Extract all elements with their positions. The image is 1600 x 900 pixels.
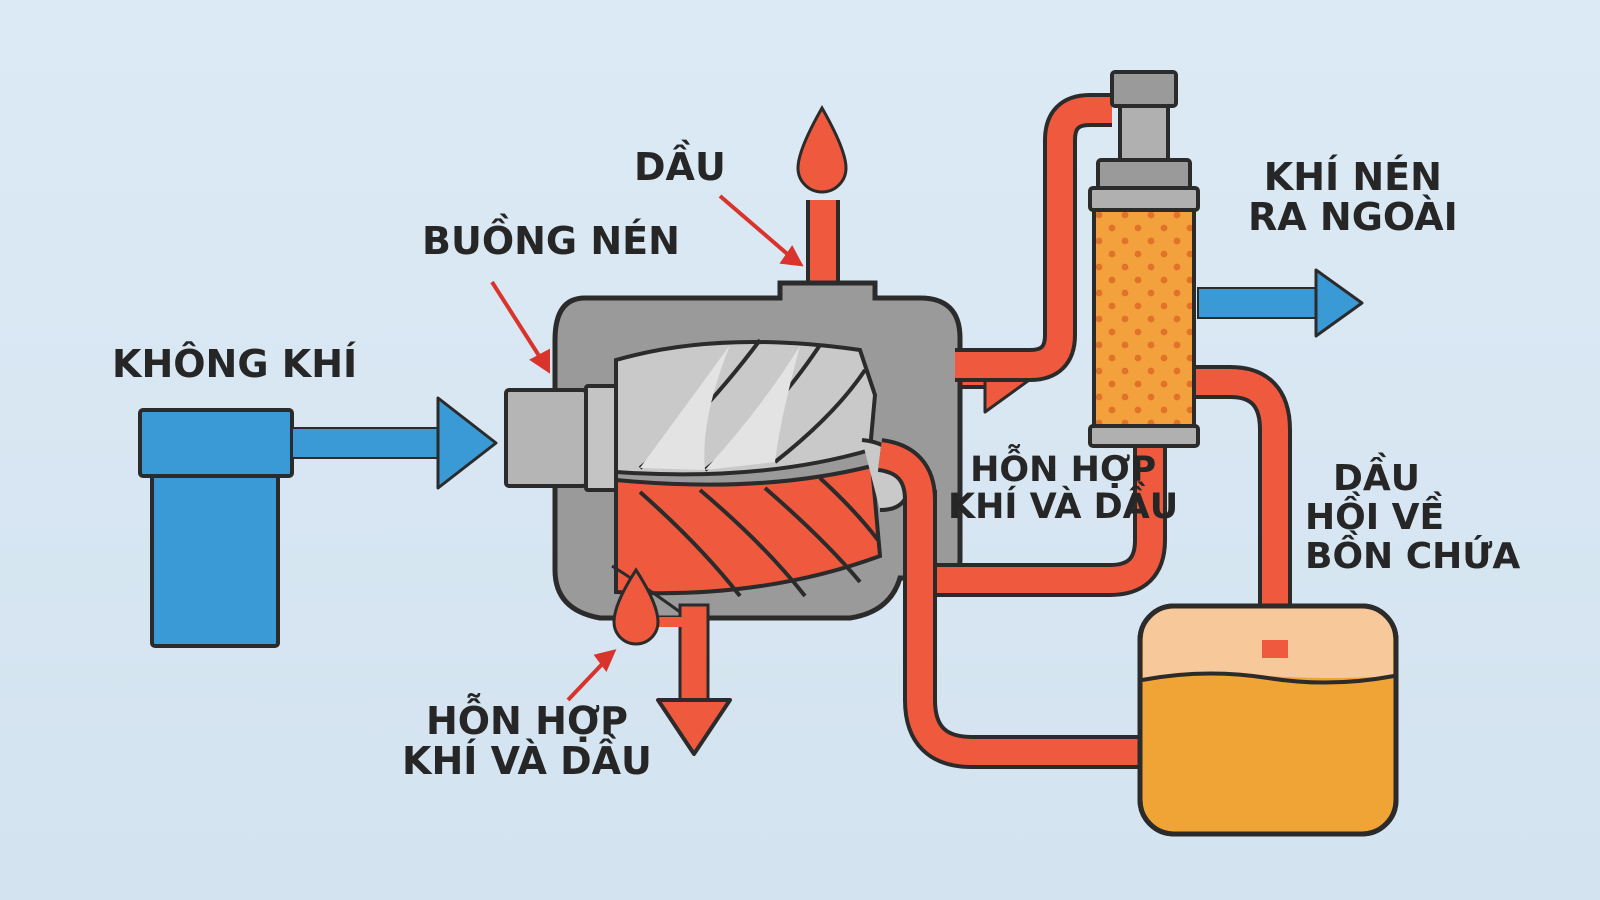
mixture-right-line-2: KHÍ VÀ DẦU [948, 486, 1179, 527]
oil-return-line-2: HỒI VỀ [1305, 496, 1445, 538]
chamber-label-text: BUỒNG NÉN [422, 219, 680, 263]
oil-label-text: DẦU [634, 145, 726, 189]
oil-separator-filter [1088, 70, 1200, 448]
air-label-text: KHÔNG KHÍ [112, 342, 358, 386]
pipe-to-separator [955, 93, 1112, 382]
mixture-right-label: HỖN HỢP KHÍ VÀ DẦU [948, 452, 1178, 526]
oil-return-label: DẦU HỒI VỀ BỒN CHỨA [1305, 458, 1521, 577]
mixture-right-line-1: HỖN HỢP [970, 450, 1157, 490]
oil-return-line-1: DẦU [1333, 458, 1420, 499]
oil-drop-icon [612, 567, 660, 646]
pointer-arrows [490, 194, 804, 702]
tank-return-pipe [876, 438, 1140, 769]
air-intake-box [138, 408, 294, 648]
compressed-out-line-1: KHÍ NÉN [1263, 155, 1442, 199]
mixture-bottom-line-1: HỖN HỢP [425, 699, 628, 743]
oil-label: DẦU [634, 145, 726, 189]
compressed-air-out-label: KHÍ NÉN RA NGOÀI [1248, 155, 1458, 239]
mixture-bottom-line-2: KHÍ VÀ DẦU [402, 738, 652, 783]
air-inlet-arrow [291, 396, 498, 490]
air-label: KHÔNG KHÍ [112, 342, 358, 386]
mixture-bottom-label: HỖN HỢP KHÍ VÀ DẦU [402, 699, 652, 783]
oil-return-line-3: BỒN CHỨA [1305, 535, 1521, 577]
scavenge-pipe [930, 438, 1167, 597]
compressed-air-out-arrow [1197, 268, 1364, 338]
oil-return-pipe [1138, 365, 1292, 650]
chamber-label: BUỒNG NÉN [422, 219, 680, 263]
male-rotor [614, 338, 878, 477]
female-rotor [614, 463, 883, 598]
oil-tank [1137, 603, 1399, 837]
compressed-out-line-2: RA NGOÀI [1248, 194, 1458, 239]
oil-drop-icon [796, 104, 848, 194]
